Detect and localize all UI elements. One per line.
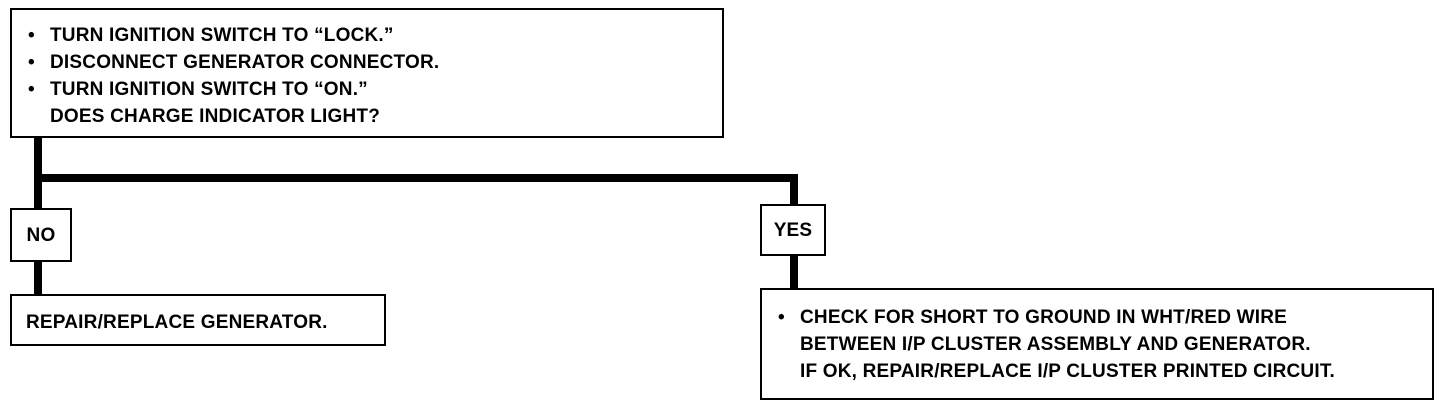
yes-result-lines: CHECK FOR SHORT TO GROUND IN WHT/RED WIR…: [772, 304, 1432, 385]
no-label-text: NO: [26, 224, 56, 246]
connector-horizontal: [34, 174, 798, 182]
no-result-text: REPAIR/REPLACE GENERATOR.: [26, 312, 328, 333]
connector-no-to-result: [34, 260, 42, 296]
decision-box: TURN IGNITION SWITCH TO “LOCK.” DISCONNE…: [10, 8, 724, 138]
no-label: NO: [10, 208, 72, 262]
connector-top-stem: [34, 136, 42, 208]
result-line: BETWEEN I/P CLUSTER ASSEMBLY AND GENERAT…: [800, 334, 1311, 355]
step-line: TURN IGNITION SWITCH TO “LOCK.”: [22, 22, 712, 49]
yes-result-box: CHECK FOR SHORT TO GROUND IN WHT/RED WIR…: [760, 288, 1434, 400]
yes-label-text: YES: [773, 219, 813, 241]
no-result-box: REPAIR/REPLACE GENERATOR.: [10, 294, 386, 346]
decision-steps: TURN IGNITION SWITCH TO “LOCK.” DISCONNE…: [22, 22, 712, 130]
yes-label: YES: [760, 204, 826, 256]
connector-yes-stem: [790, 174, 798, 206]
result-line: CHECK FOR SHORT TO GROUND IN WHT/RED WIR…: [772, 304, 1432, 331]
step-line: DISCONNECT GENERATOR CONNECTOR.: [22, 49, 712, 76]
result-line: IF OK, REPAIR/REPLACE I/P CLUSTER PRINTE…: [800, 361, 1336, 382]
step-line: TURN IGNITION SWITCH TO “ON.”: [22, 76, 712, 103]
decision-question: DOES CHARGE INDICATOR LIGHT?: [50, 106, 381, 127]
connector-yes-to-result: [790, 254, 798, 290]
